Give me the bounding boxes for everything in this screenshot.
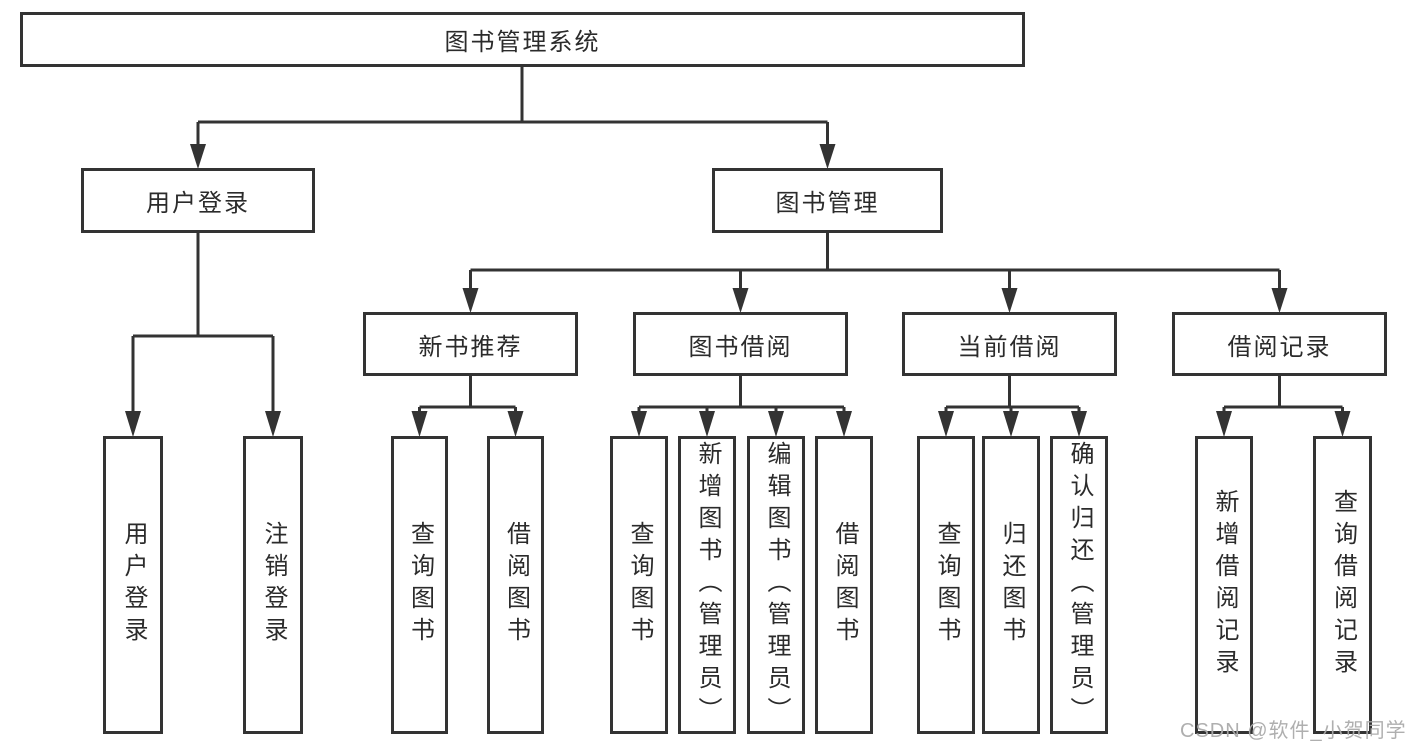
arrowhead xyxy=(1003,411,1019,437)
leaf-edit-book-admin: 编辑图书（管理员） xyxy=(747,436,805,734)
node-library-management-system: 图书管理系统 xyxy=(20,12,1025,67)
arrowhead xyxy=(462,288,479,313)
arrowhead xyxy=(819,144,836,169)
node-label: 确认归还（管理员） xyxy=(1066,441,1093,729)
arrowhead xyxy=(190,144,206,169)
arrowhead xyxy=(732,288,749,313)
node-label: 新增图书（管理员） xyxy=(694,441,721,729)
connector-book-management-to-level3 xyxy=(462,233,1288,313)
arrowhead xyxy=(265,411,281,437)
node-label: 借阅图书 xyxy=(502,521,530,649)
connector-root-to-level2 xyxy=(190,67,836,169)
node-label: 注销登录 xyxy=(260,521,287,649)
arrowhead xyxy=(411,411,428,437)
node-book-management: 图书管理 xyxy=(712,168,943,233)
arrowhead xyxy=(1271,288,1288,313)
leaf-borrow-books-recommend: 借阅图书 xyxy=(487,436,544,734)
leaf-query-books-recommend: 查询图书 xyxy=(391,436,448,734)
arrowhead xyxy=(125,411,141,437)
node-label: 图书管理 xyxy=(775,190,880,217)
node-label: 查询借阅记录 xyxy=(1329,489,1357,681)
node-label: 用户登录 xyxy=(120,521,147,649)
leaf-query-books-borrowing: 查询图书 xyxy=(610,436,668,734)
node-label: 借阅图书 xyxy=(831,521,858,649)
leaf-logout: 注销登录 xyxy=(243,436,303,734)
node-label: 查询图书 xyxy=(406,521,434,649)
leaf-confirm-return-admin: 确认归还（管理员） xyxy=(1050,436,1108,734)
arrowhead xyxy=(699,411,715,437)
connector-borrow-records-to-leaves xyxy=(1216,376,1351,437)
leaf-borrow-books: 借阅图书 xyxy=(815,436,873,734)
node-label: 归还图书 xyxy=(998,521,1025,649)
node-label: 查询图书 xyxy=(626,521,653,649)
node-borrowing-records: 借阅记录 xyxy=(1172,312,1387,376)
leaf-return-books: 归还图书 xyxy=(982,436,1040,734)
node-book-borrowing: 图书借阅 xyxy=(633,312,848,376)
connector-current-borrowing-to-leaves xyxy=(938,376,1087,437)
arrowhead xyxy=(507,411,524,437)
node-label: 编辑图书（管理员） xyxy=(763,441,790,729)
leaf-user-login: 用户登录 xyxy=(103,436,163,734)
node-label: 用户登录 xyxy=(146,190,250,217)
connector-new-book-to-leaves xyxy=(411,376,524,437)
arrowhead xyxy=(631,411,647,437)
leaf-query-books-current: 查询图书 xyxy=(917,436,975,734)
leaf-query-borrow-record: 查询借阅记录 xyxy=(1313,436,1372,734)
arrowhead xyxy=(1071,411,1087,437)
leaf-add-book-admin: 新增图书（管理员） xyxy=(678,436,736,734)
node-label: 新增借阅记录 xyxy=(1211,489,1238,681)
node-label: 当前借阅 xyxy=(957,333,1062,361)
arrowhead xyxy=(938,411,954,437)
arrowhead xyxy=(1216,411,1232,437)
arrowhead xyxy=(1001,288,1018,313)
arrowhead xyxy=(1334,411,1351,437)
node-current-borrowing: 当前借阅 xyxy=(902,312,1117,376)
leaf-add-borrow-record: 新增借阅记录 xyxy=(1195,436,1253,734)
node-user-login: 用户登录 xyxy=(81,168,315,233)
csdn-watermark: CSDN @软件_小贺同学 xyxy=(1180,720,1405,742)
arrowhead xyxy=(768,411,784,437)
node-label: 查询图书 xyxy=(933,521,960,649)
arrowhead xyxy=(836,411,852,437)
node-label: 图书借阅 xyxy=(688,333,793,361)
node-label: 图书管理系统 xyxy=(444,29,601,56)
node-new-book-recommendation: 新书推荐 xyxy=(363,312,578,376)
connector-user-login-to-leaves xyxy=(125,233,281,437)
node-label: 新书推荐 xyxy=(418,333,523,361)
connector-book-borrowing-to-leaves xyxy=(631,376,852,437)
node-label: 借阅记录 xyxy=(1227,333,1332,361)
